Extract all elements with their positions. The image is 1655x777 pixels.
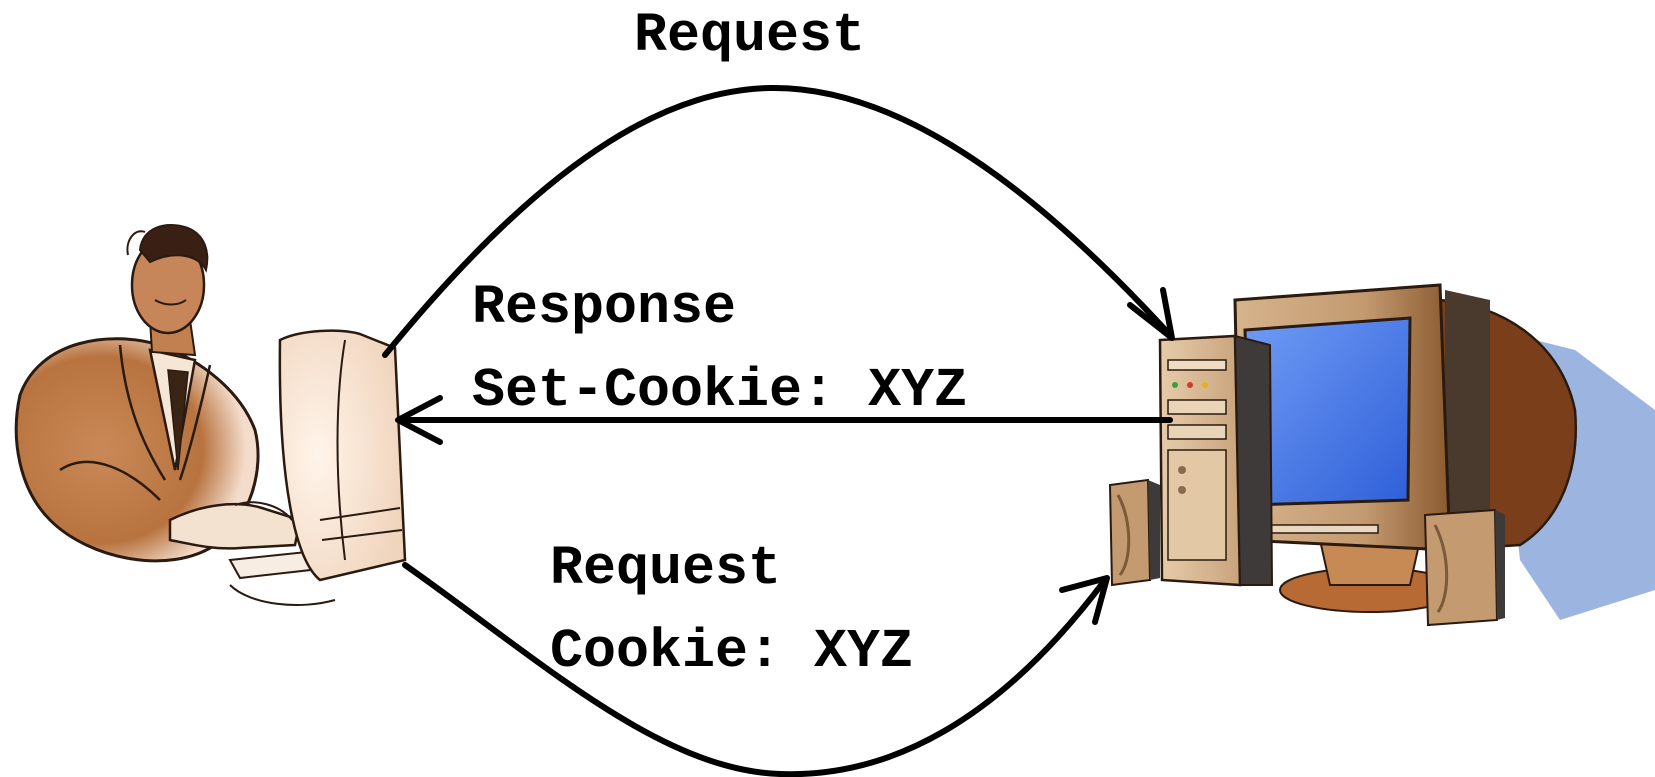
middle-arrowhead — [395, 395, 443, 445]
bottom-arrowhead — [1059, 575, 1110, 625]
middle-response-arrow — [395, 395, 1173, 445]
top-request-label: Request — [634, 4, 865, 67]
top-request-arrow — [382, 84, 1175, 358]
cookie-header-label: Cookie: XYZ — [550, 620, 913, 683]
set-cookie-header-label: Set-Cookie: XYZ — [472, 359, 967, 422]
desktop-computer-server-icon — [1108, 283, 1655, 627]
bottom-request-arrow — [402, 562, 1110, 777]
response-label: Response — [472, 276, 736, 339]
bottom-request-label: Request — [550, 537, 781, 600]
user-at-computer-icon — [14, 224, 407, 606]
top-arrowhead — [1127, 287, 1175, 341]
